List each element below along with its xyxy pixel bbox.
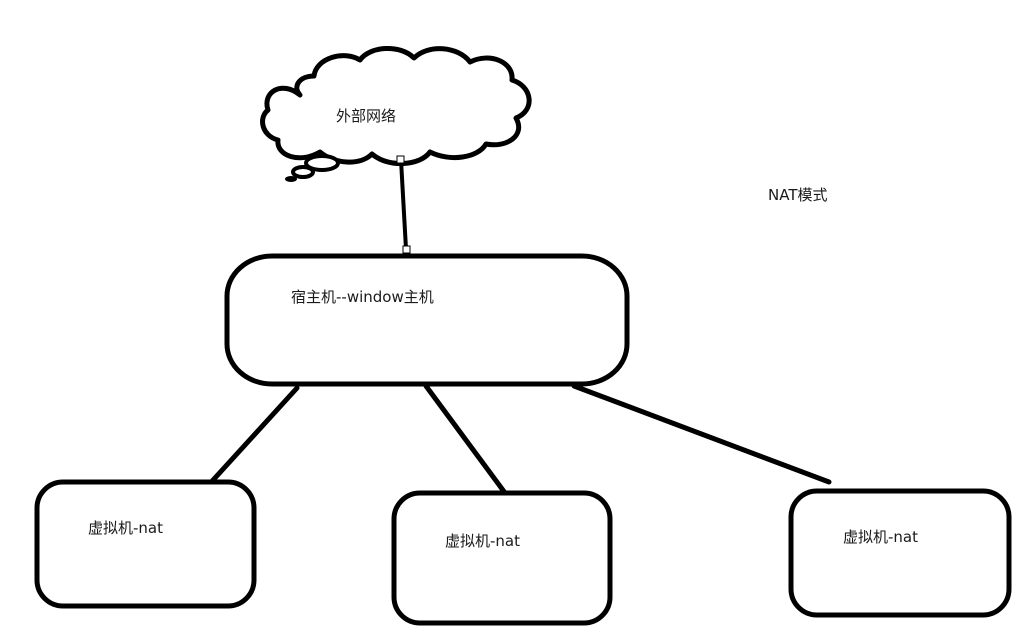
vm-label-1: 虚拟机-nat: [88, 519, 163, 537]
mode-title: NAT模式: [768, 186, 828, 204]
vm-box-3: [788, 488, 1012, 618]
connector-host-vm3: [571, 383, 832, 485]
external-network-label: 外部网络: [336, 107, 397, 125]
external-network-cloud: [260, 45, 532, 167]
cloud-bubble-large: [304, 154, 340, 172]
vm-label-3: 虚拟机-nat: [843, 528, 918, 546]
connector-cloud-host: [399, 159, 408, 250]
vm-box-2: [391, 490, 613, 626]
connector-handle-bottom: [402, 245, 411, 254]
connector-host-vm1: [201, 385, 300, 493]
connector-handle-top: [396, 155, 405, 164]
connector-host-vm2: [423, 383, 514, 504]
cloud-bubble-small: [285, 176, 297, 182]
vm-box-1: [34, 479, 257, 609]
host-machine-box: [224, 253, 630, 387]
host-machine-label: 宿主机--window主机: [291, 288, 434, 306]
cloud-bubble-medium: [291, 165, 315, 179]
vm-label-2: 虚拟机-nat: [445, 532, 520, 550]
